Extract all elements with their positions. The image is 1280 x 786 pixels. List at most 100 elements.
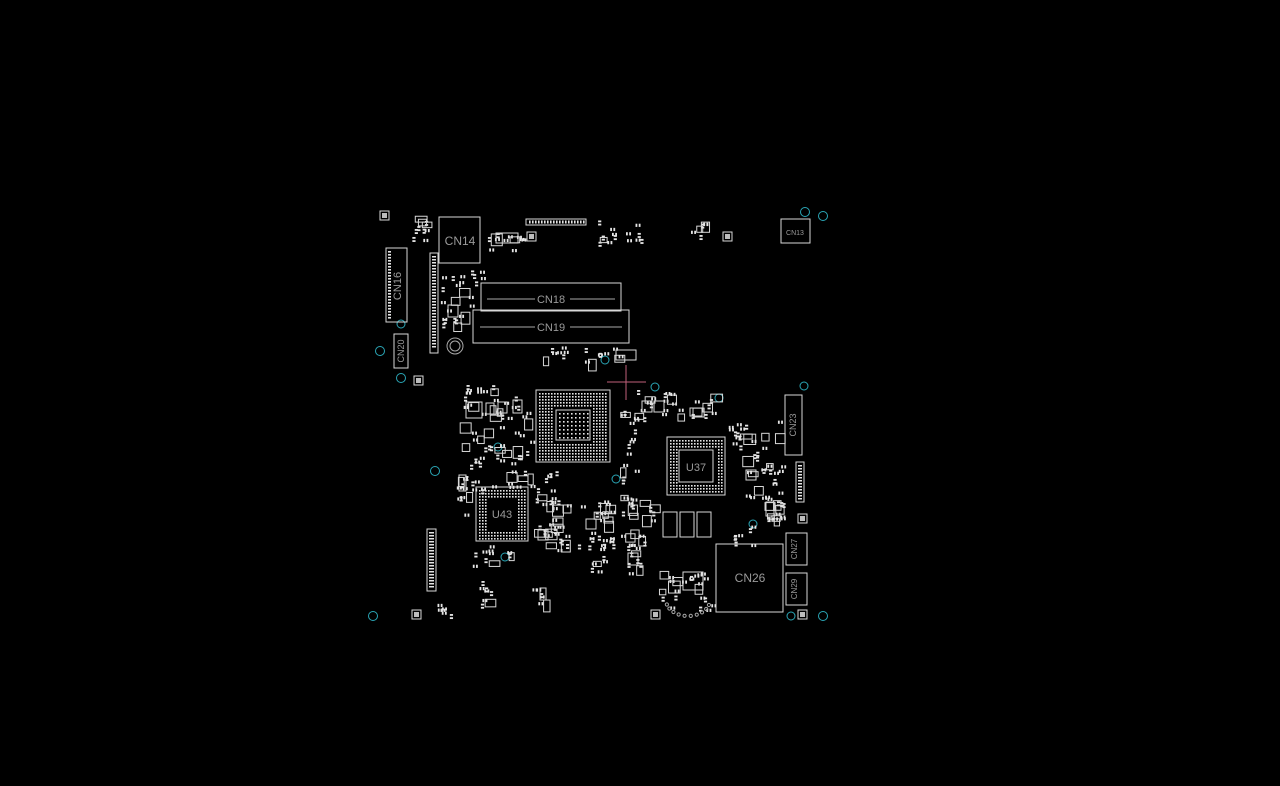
- passive-pad: [427, 229, 430, 233]
- vertical-connector-left[interactable]: [429, 252, 439, 354]
- chip-u43[interactable]: U43: [475, 486, 529, 542]
- connector-cn29[interactable]: CN29: [785, 572, 808, 606]
- mounting-hole[interactable]: [799, 381, 809, 391]
- component-outline: [490, 233, 503, 247]
- passive-pad: [471, 481, 475, 484]
- ball-pad: [545, 396, 547, 398]
- connector-cn23[interactable]: CN23: [784, 394, 803, 456]
- component-outline: [458, 474, 467, 492]
- fiducial[interactable]: [526, 231, 537, 242]
- passive-pad: [492, 385, 496, 387]
- ball-pad: [485, 499, 487, 501]
- cpu-bga-socket[interactable]: [535, 389, 611, 463]
- fiducial[interactable]: [722, 231, 733, 242]
- passive-pad: [465, 476, 469, 478]
- mounting-hole[interactable]: [818, 611, 828, 621]
- ball-pad: [494, 496, 496, 498]
- round-component[interactable]: [446, 337, 464, 355]
- mounting-hole[interactable]: [396, 373, 406, 383]
- passive-pad: [704, 417, 708, 419]
- connector-pin: [429, 562, 434, 564]
- mounting-hole[interactable]: [800, 207, 810, 217]
- connector-pin: [574, 220, 576, 224]
- chip-u37[interactable]: U37: [666, 436, 726, 496]
- fiducial[interactable]: [411, 609, 422, 620]
- ball-pad: [539, 441, 541, 443]
- ball-pad: [554, 444, 556, 446]
- ic-row-below-u37[interactable]: [662, 511, 712, 538]
- component-outline: [694, 583, 704, 595]
- mounting-hole[interactable]: [611, 474, 621, 484]
- mounting-hole[interactable]: [650, 382, 660, 392]
- vertical-connector-lower-left[interactable]: [426, 528, 437, 592]
- ball-pad: [587, 399, 589, 401]
- connector-pin: [544, 220, 546, 224]
- slot-cn18[interactable]: CN18: [480, 282, 622, 312]
- ball-pad: [673, 461, 675, 463]
- cn13-label: CN13: [786, 230, 804, 237]
- passive-pad: [674, 595, 678, 598]
- ball-pad: [500, 538, 502, 540]
- ball-pad: [721, 464, 723, 466]
- connector-cn14[interactable]: CN14: [438, 216, 481, 264]
- ball-pad: [712, 485, 714, 487]
- fiducial[interactable]: [650, 609, 661, 620]
- connector-cn13[interactable]: CN13: [780, 218, 811, 244]
- connector-pin: [429, 571, 434, 573]
- passive-pad: [538, 602, 541, 606]
- cn14-label: CN14: [445, 234, 476, 248]
- top-strip-connector[interactable]: [525, 218, 587, 226]
- connector-pin: [388, 260, 391, 262]
- passive-pad: [767, 497, 770, 501]
- passive-pad: [709, 399, 714, 401]
- passive-pad: [492, 485, 494, 489]
- passive-pad: [600, 570, 603, 574]
- passive-pad: [733, 431, 738, 434]
- ball-pad: [539, 420, 541, 422]
- ball-pad: [571, 429, 573, 431]
- connector-pin: [388, 278, 391, 280]
- connector-right-strip[interactable]: [795, 461, 805, 503]
- connector-cn16[interactable]: CN16: [385, 247, 408, 323]
- ball-pad: [545, 438, 547, 440]
- mounting-hole[interactable]: [430, 466, 440, 476]
- passive-pad: [493, 398, 496, 403]
- ball-pad: [518, 490, 520, 492]
- ball-pad: [545, 429, 547, 431]
- mounting-hole[interactable]: [493, 442, 503, 452]
- fiducial[interactable]: [379, 210, 390, 221]
- vertical-connector-left-pins: [432, 256, 436, 348]
- ball-pad: [605, 435, 607, 437]
- mounting-hole[interactable]: [375, 346, 385, 356]
- connector-pin: [429, 556, 434, 558]
- passive-pad: [609, 540, 612, 544]
- mounting-hole[interactable]: [600, 355, 610, 365]
- mounting-hole[interactable]: [786, 611, 796, 621]
- ball-pad: [673, 446, 675, 448]
- connector-pin: [388, 296, 391, 298]
- slot-cn19[interactable]: CN19: [472, 309, 630, 344]
- connector-pin: [432, 310, 436, 312]
- passive-pad: [472, 564, 475, 568]
- fiducial[interactable]: [797, 513, 808, 524]
- connector-cn26[interactable]: CN26: [715, 543, 784, 613]
- connector-pin: [388, 311, 391, 313]
- mounting-hole[interactable]: [396, 319, 406, 329]
- connector-cn27[interactable]: CN27: [785, 532, 808, 566]
- connector-cn20[interactable]: CN20: [393, 333, 409, 369]
- ball-pad: [721, 479, 723, 481]
- ball-pad: [587, 447, 589, 449]
- mounting-hole[interactable]: [818, 211, 828, 221]
- ball-pad: [697, 443, 699, 445]
- fiducial[interactable]: [413, 375, 424, 386]
- ball-pad: [605, 456, 607, 458]
- component-outline: [588, 358, 597, 372]
- fiducial[interactable]: [797, 609, 808, 620]
- mounting-hole[interactable]: [714, 393, 724, 403]
- mounting-hole[interactable]: [368, 611, 378, 621]
- ball-pad: [721, 467, 723, 469]
- passive-pad: [559, 525, 562, 529]
- passive-pad: [643, 408, 646, 413]
